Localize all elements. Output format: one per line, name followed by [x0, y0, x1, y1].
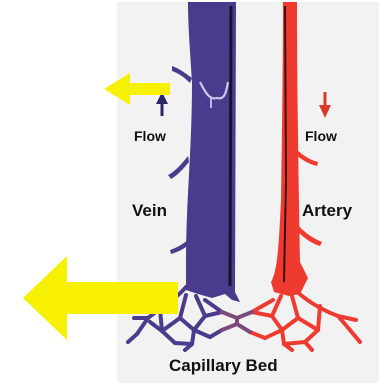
artery-label: Artery — [302, 201, 352, 221]
capillary-bed-label: Capillary Bed — [169, 356, 278, 376]
vein-flow-label: Flow — [134, 128, 166, 144]
vein-label: Vein — [132, 201, 167, 221]
artery-flow-label: Flow — [305, 128, 337, 144]
